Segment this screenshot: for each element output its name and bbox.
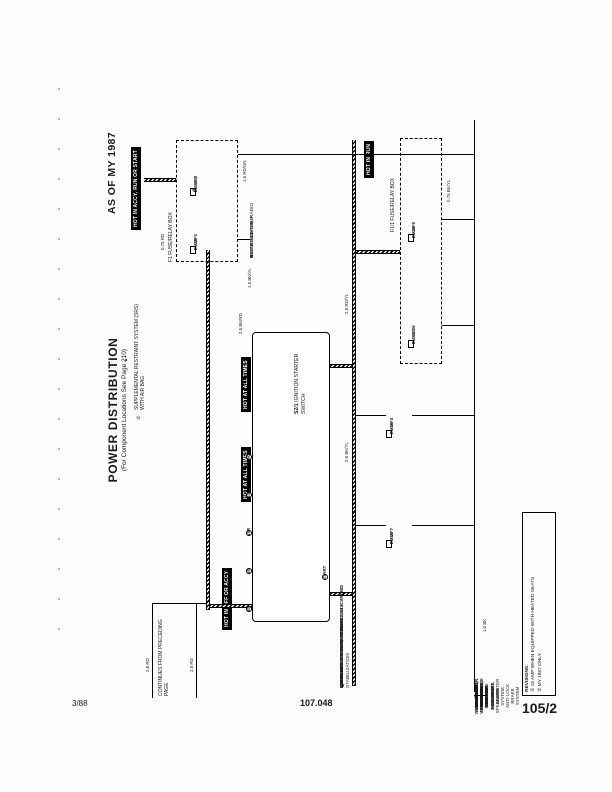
wire [356,525,386,526]
wire-bus [352,140,356,686]
wire-bus [144,178,176,182]
terminal-label: 50 [246,569,251,574]
fuse-rating: 8 AMP [411,224,416,238]
load-label: HEATED SEATS [250,222,255,258]
page-subtitle: (For Component Locations See Page 210) [121,348,128,472]
fuse-rating: 16 AMP [193,175,198,192]
fuse-rating: 8 AMP [389,530,394,544]
revisions-title: REVISIONS: [525,664,530,692]
fuse: FUSE 1 8 AMP [190,234,198,254]
wire [442,325,474,326]
component-id: S2/1 [294,403,300,414]
fuse-rating: 8 AMP [389,420,394,434]
arrow-left-icon: ◄ [340,684,345,688]
terminal-label: ACCY [246,447,251,460]
terminal-label: 30 [246,607,251,612]
wire-bus [206,250,210,610]
fuse: FUSE 16 16 AMP [408,325,416,348]
fuse: FUSE 7 8 AMP [386,528,394,548]
terminal-label: START [322,565,327,580]
fuse-relay-box [176,140,238,262]
wiring-diagram: POWER DISTRIBUTION (For Component Locati… [102,115,560,714]
wire-bus [330,364,352,368]
wire-gauge-label: 1.5 RD/GN [242,160,247,182]
wire [196,604,197,698]
wire-gauge-label: 0.75 BK/YL [446,179,451,202]
wire-gauge-label: 0.75 RD [160,233,165,250]
wire-gauge-label: 2.5 RD [145,658,150,672]
arrow-up-icon: ▲ [123,358,128,362]
rail-hot-all-times-1: HOT AT ALL TIMES [241,357,251,412]
revisions-box: REVISIONS: ① 16 AMP WHEN EQUIPPED WITH H… [522,512,556,696]
destination-system: ◄AUTOMATIC CLIMATE CONTROL [340,614,346,688]
wire-gauge-label: 1.5 BK/VL [247,268,252,288]
wire [356,415,386,416]
fuse-relay-box-label: F1/1 FUSE/RELAY BOX [390,177,396,232]
wire-gauge-label: 2.5 RD/YL [344,293,349,314]
fuse-rating: 8 AMP [193,236,198,250]
rail-hot-accy-run-start: HOT IN ACCY, RUN OR START [131,147,141,230]
terminal-label: 15 [246,493,251,498]
rail-hot-in-run: HOT IN RUN [364,140,374,178]
srs-label: SUPPLEMENTAL RESTRAINT SYSTEM (SRS) WITH… [134,303,146,410]
wire [152,604,153,698]
wire-gauge-label: 2.5 RD [189,658,194,672]
wire [238,239,250,240]
wire-gauge-label: 1.0 BK [482,618,487,632]
accessory-load: ▼HEATED SEATS [249,222,256,258]
destination-label: AUTOMATIC CLIMATE CONTROL [474,682,490,710]
fuse: FUSE 4 8 AMP [386,418,394,438]
wire-gauge-label: 2.5 BK/RD [238,313,243,334]
page-number: 105/2 [522,700,558,716]
fuse: FUSE 2 ① 16 AMP [190,176,198,196]
wire [412,415,474,416]
figure-number: 107.048 [300,698,333,708]
wire [152,603,208,604]
wire [412,525,474,526]
destination-label: AUTOMATIC CLIMATE CONTROL [340,613,345,688]
page-title: POWER DISTRIBUTION [106,337,120,483]
fuse: FUSE 5 8 AMP [408,222,416,242]
revision-item: ② MY 1987 ONLY [537,653,543,692]
binder-dots [58,88,60,654]
fuse-relay-box-label: F1 FUSE/RELAY BOX [168,212,174,262]
model-year-note: AS OF MY 1987 [106,131,118,214]
ignition-switch-box [252,332,330,622]
wire [474,120,475,692]
arrow-down-icon: ▼ [249,254,254,258]
wire [442,219,474,220]
revision-mark-2: ② [136,415,142,420]
rail-hot-off-accy: HOT IN OFF OR ACCY [222,567,232,630]
continues-from-preceding-page: CONTINUES FROM PRECEDING PAGE [158,619,170,696]
print-date: 3/88 [72,699,88,708]
ignition-switch-label: S2/1 IGNITION STARTER SWITCH [294,338,307,414]
terminal-label: 15R [246,527,251,536]
fuse-rating: 16 AMP [411,327,416,344]
wire-gauge-label: 2.5 BK/YL [344,442,349,462]
fuse-relay-box [400,138,442,364]
wire-bus [356,250,400,254]
